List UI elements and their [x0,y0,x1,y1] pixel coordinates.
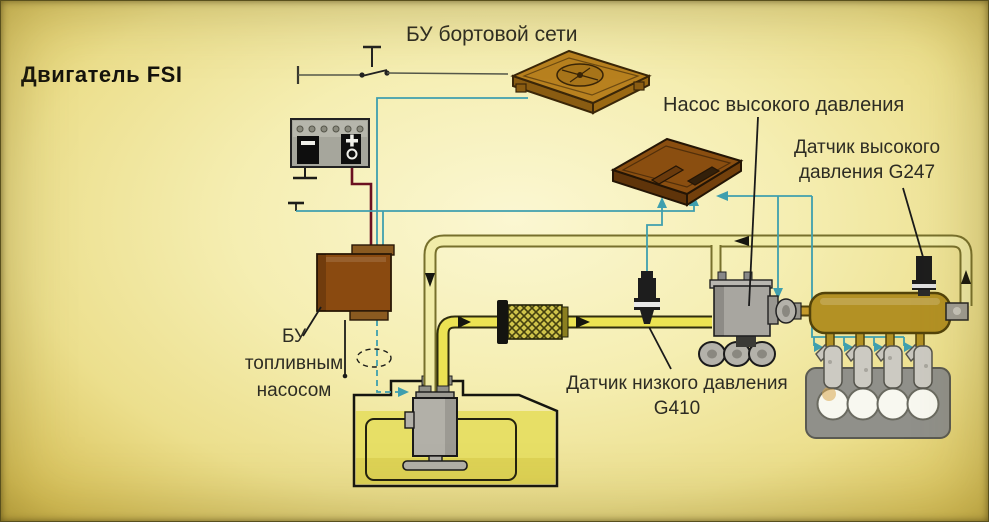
wire-fpcu-to-pump [376,320,399,393]
pointer-hp-pump [748,116,759,307]
label-onboard-ecu: БУ бортовой сети [406,23,578,46]
engine-block [805,367,951,439]
injectors [815,343,933,389]
fuel-filter [497,300,569,344]
cylinder [906,387,940,421]
label-hp-pump: Насос высокого давления [663,94,905,116]
fuel-pump [402,385,468,471]
cylinder [876,387,910,421]
battery-minus-terminal [297,136,319,164]
label-pointers [302,116,924,370]
high-pressure-sensor [912,256,936,296]
switch [359,45,390,78]
label-fuel-pump-control: БУ топливным насосом [244,326,344,401]
wire-to-engine-ecu [296,203,695,212]
battery [290,118,370,168]
high-pressure-pump [709,271,797,347]
supply-line [436,315,712,394]
connector-symbol [356,348,392,368]
engine-ecu-unit [610,137,744,207]
wire-lp-sensor [646,205,663,276]
pointer-fp-control [302,306,322,337]
page-title: Двигатель FSI [21,62,183,87]
pointer-lp-sensor [648,326,672,370]
return-line [423,234,973,394]
label-lp-sensor: Датчик низкого давления G410 [566,373,788,419]
low-pressure-sensor [634,271,660,324]
flow-arrows [425,236,971,328]
wire-onboard-to-fpcu [376,97,528,245]
wire-battery-plus [350,166,373,246]
fuel-rail [779,291,969,349]
fuel-pump-control-unit [316,244,395,321]
label-hp-sensor: Датчик высокого давления G247 [793,137,941,183]
wiring [288,45,913,397]
onboard-ecu-unit [510,49,652,115]
camshaft [698,341,776,367]
cylinder [846,387,880,421]
pointer-hp-sensor [902,187,924,258]
injection-spray [822,387,836,401]
tank-outline [352,379,559,488]
